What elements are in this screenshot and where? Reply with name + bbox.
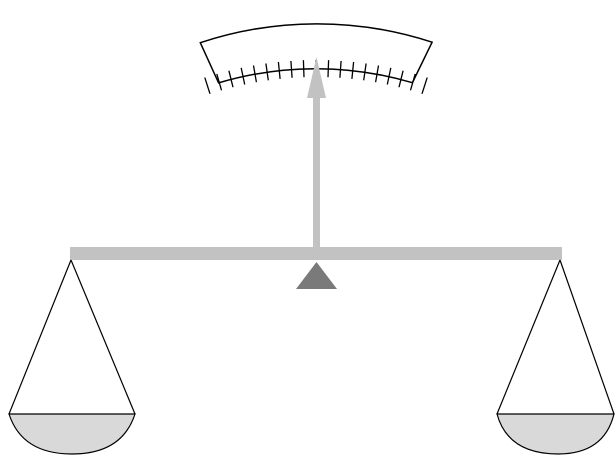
dial-tick <box>205 78 210 94</box>
triangle-fulcrum-icon <box>296 262 337 289</box>
left-pan-string-right <box>71 260 135 414</box>
balance-beam <box>70 247 562 260</box>
right-pan <box>497 260 614 454</box>
left-pan <box>9 260 135 454</box>
dial-tick <box>328 60 329 77</box>
left-pan-bowl <box>9 414 135 454</box>
dial-tick <box>303 60 304 77</box>
dial-tick <box>422 78 427 94</box>
right-pan-bowl <box>497 414 614 454</box>
right-pan-string-left <box>497 260 560 414</box>
arrow-up-icon <box>307 57 326 252</box>
right-pan-string-right <box>560 260 614 414</box>
pointer-shaft <box>313 92 320 252</box>
left-pan-string-left <box>9 260 71 414</box>
